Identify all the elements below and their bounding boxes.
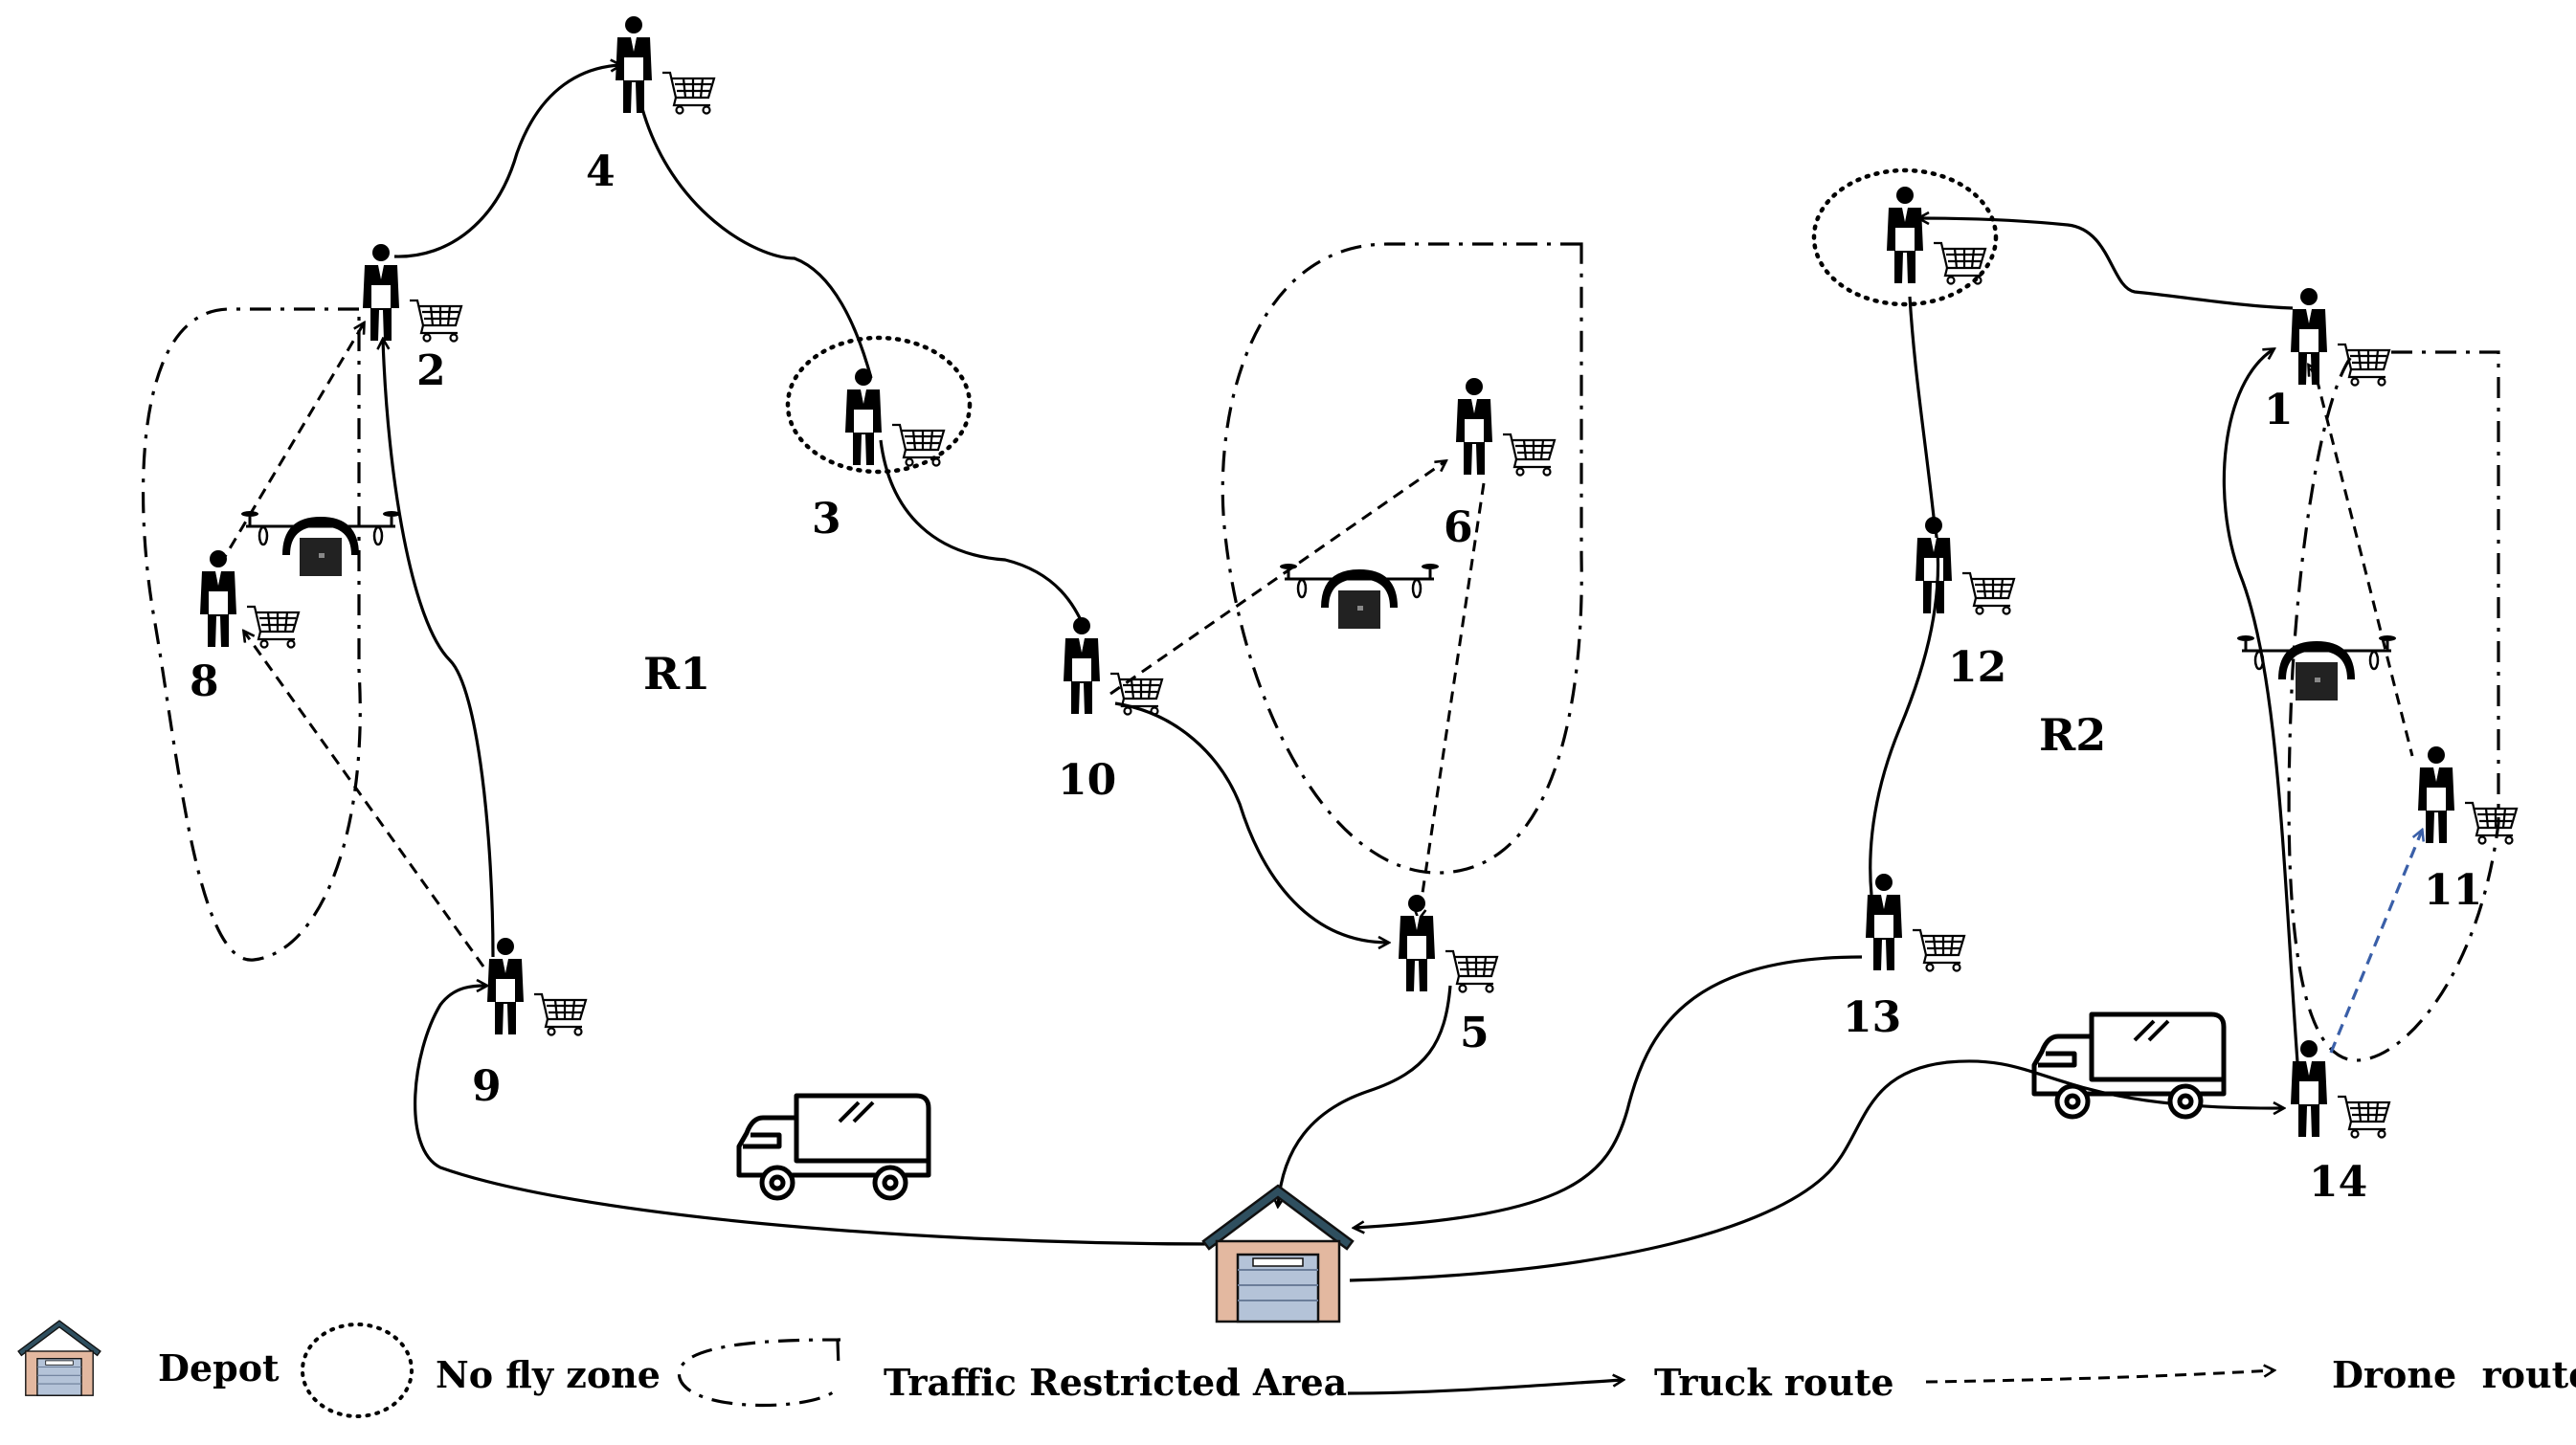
customer-label-6: 6 [1444,503,1473,552]
customer-label-11: 11 [2424,866,2482,915]
customer-9 [485,936,588,1036]
legend-traffic-restricted-label: Traffic Restricted Area [884,1361,1347,1404]
customer-label-2: 2 [416,346,446,395]
customer-5 [1397,893,1499,993]
legend-traffic-restricted-symbol [678,1338,841,1408]
customer-label-13: 13 [1843,993,1901,1042]
truck-route-r2 [1349,218,2299,1282]
truck-route-r1 [383,65,1452,1246]
customer-label-12: 12 [1948,643,2006,692]
customer-label-5: 5 [1460,1009,1490,1057]
depot-icon [1201,1184,1355,1323]
legend-drone-route-symbol [1925,1370,2274,1384]
truck-icon-r1 [739,1096,929,1198]
customer-8 [198,548,301,649]
drone-routes [218,323,2414,967]
customer-13 [1864,872,1966,972]
legend-depot-icon [17,1320,101,1396]
customer-label-14: 14 [2309,1158,2367,1207]
legend-no-fly-zone-symbol [301,1323,414,1418]
customer-3 [843,367,946,467]
legend-depot-label: Depot [158,1346,280,1389]
customer-12 [1914,515,2016,615]
customer-11 [2416,745,2519,845]
customer-label-1: 1 [2264,386,2294,434]
drone-route-blue [2329,831,2422,1054]
customer-1 [2289,286,2391,387]
customer-label-10: 10 [1058,756,1116,805]
traffic-restricted-area-r1-left [142,307,362,962]
customer-label-8: 8 [190,657,219,706]
customer-label-9: 9 [472,1062,502,1111]
region-label-r1: R1 [643,648,710,700]
customer-10 [1062,615,1164,716]
customer-4 [614,14,716,115]
customer-2 [361,242,463,343]
legend-drone-route-label: Drone route [2332,1353,2576,1396]
customer-7 [1885,185,1987,285]
legend: Depot No fly zone Traffic Restricted Are… [17,1320,2576,1418]
legend-truck-route-symbol [1347,1380,1623,1395]
customer-label-3: 3 [812,495,841,544]
region-label-r2: R2 [2039,709,2106,761]
traffic-restricted-area-r2 [2287,350,2500,1062]
truck-icon-r2 [2034,1014,2224,1117]
customer-label-4: 4 [586,147,616,196]
traffic-restricted-area-r1-right [1221,242,1583,875]
legend-truck-route-label: Truck route [1654,1361,1894,1404]
customer-6 [1454,376,1557,477]
no-fly-zone-3 [785,335,973,475]
drone-icon-r1-left [239,509,402,578]
legend-no-fly-zone-label: No fly zone [436,1353,661,1396]
no-fly-zone-7 [1811,167,1999,307]
drone-icon-r1-right [1278,562,1441,631]
